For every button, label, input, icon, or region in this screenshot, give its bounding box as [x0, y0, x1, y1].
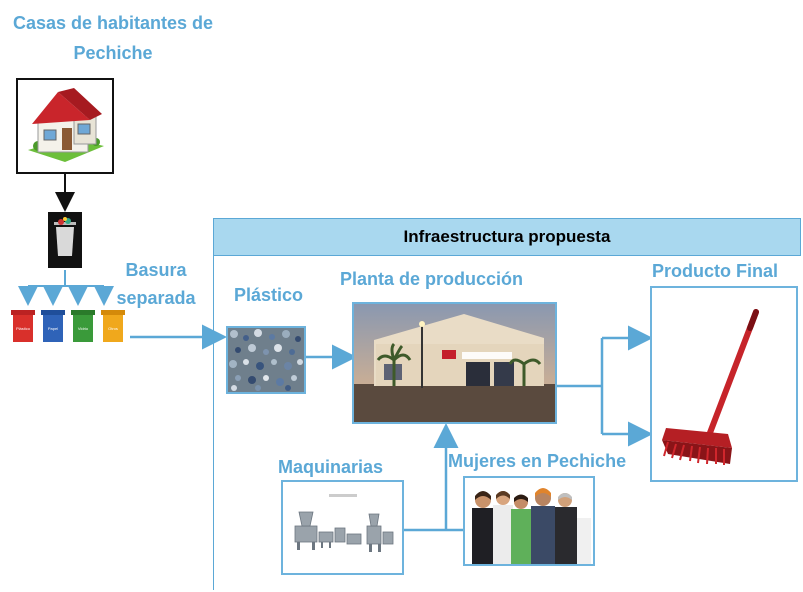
plant-label: Planta de producción [340, 269, 524, 289]
women-label: Mujeres en Pechiche [448, 451, 627, 471]
broom-product-image [650, 286, 798, 482]
plastic-label: Plástico [234, 285, 304, 305]
waste-label: Basura separada [116, 260, 196, 308]
bin-green-icon: Vidrio [71, 310, 95, 342]
infrastructure-header: Infraestructura propuesta [213, 218, 801, 256]
bin-label: Plástico [16, 326, 31, 331]
women-group-image [463, 476, 595, 566]
house-icon [16, 78, 114, 174]
machinery-image [281, 480, 404, 575]
product-label: Producto Final [652, 261, 778, 281]
plastic-flakes-image [226, 326, 306, 394]
broom-head [662, 428, 732, 465]
bin-red-icon: Plástico [11, 310, 35, 342]
bin-label: Vidrio [78, 326, 89, 331]
bin-label: Otros [108, 326, 118, 331]
production-plant-image [352, 302, 557, 424]
bin-label: Papel [48, 326, 58, 331]
infrastructure-frame [213, 256, 801, 590]
bin-blue-icon: Papel [41, 310, 65, 342]
trash-can-icon [48, 212, 82, 268]
machinery-label: Maquinarias [278, 457, 384, 477]
bin-yellow-icon: Otros [101, 310, 125, 342]
recycling-bins: Plástico Papel Vidrio Otros [10, 308, 128, 344]
houses-label: Casas de habitantes de Pechiche [12, 13, 214, 63]
